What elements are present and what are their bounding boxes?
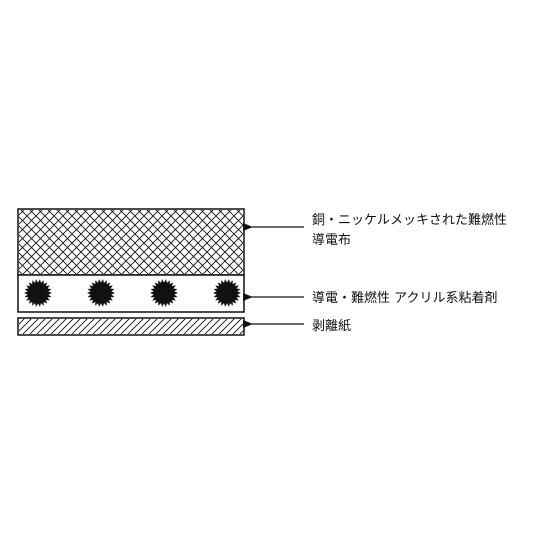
label-conductive-cloth-line1: 銅・ニッケルメッキされた難燃性 — [312, 212, 507, 228]
label-release-paper: 剥離紙 — [312, 319, 351, 334]
adhesive-layer — [17, 274, 245, 313]
conductive-particle — [150, 279, 178, 307]
label-adhesive: 導電・難燃性 アクリル系粘着剤 — [312, 290, 497, 306]
conductive-cloth-layer — [17, 208, 245, 276]
conductive-particle — [213, 279, 241, 307]
conductive-particle — [87, 279, 115, 307]
release-paper-layer — [17, 317, 245, 336]
conductive-particle — [24, 279, 52, 307]
label-conductive-cloth-line2: 導電布 — [312, 233, 351, 248]
